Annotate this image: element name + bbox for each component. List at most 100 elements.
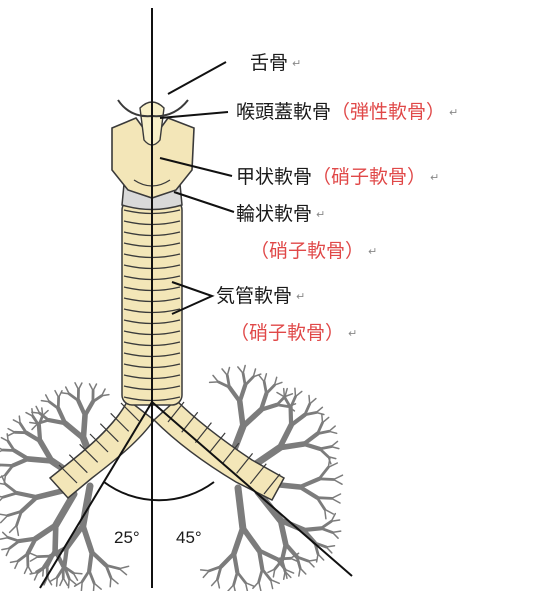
bronchial-branch [304,444,320,449]
bronchial-branch [218,579,220,588]
bronchial-branch [317,554,318,562]
bronchial-branch [59,391,62,398]
bronchial-branch [245,377,253,385]
bronchial-branch [65,423,83,438]
bronchial-branch [234,528,243,554]
bronchial-branch [10,525,17,532]
bronchial-branch [119,566,128,568]
bronchial-branch [89,552,92,571]
bronchial-branch [82,571,89,582]
bronchial-branch [316,407,322,412]
bronchial-branch [320,449,328,457]
cricoid-leader [174,192,234,212]
bronchial-branch [39,415,43,425]
bronchial-branch [295,388,296,396]
bronchial-branch [243,366,245,374]
cricoid-text: 輪状軟骨 [236,203,312,225]
bronchial-branch [14,451,28,459]
bronchial-branch [234,553,237,572]
bronchial-branch [332,498,341,503]
bronchial-branch [317,498,325,510]
bronchial-branch [284,572,285,580]
bronchial-branch [266,385,274,393]
bronchial-branch [89,571,94,583]
cricoid-type-label: （硝子軟骨）↵ [250,240,377,263]
bronchial-branch [25,566,28,573]
bronchial-branch [8,429,15,433]
bronchial-branch [69,579,70,588]
return-mark: ↵ [368,245,377,258]
bronchial-branch [228,585,234,591]
bronchial-branch [111,578,118,584]
bronchial-branch [296,391,302,396]
hyoid-label: 舌骨↵ [250,52,301,75]
return-mark: ↵ [348,327,357,340]
bronchial-branch [6,466,13,475]
bronchial-branch [42,408,43,415]
left-bronchus-angle-line [152,402,352,576]
return-mark: ↵ [296,290,305,303]
bronchial-branch [30,553,38,556]
bronchial-branch [39,425,40,441]
bronchial-branch [316,413,324,415]
bronchial-branch [325,509,334,514]
bronchial-branch [210,382,219,383]
bronchial-branch [6,485,17,494]
bronchial-branch [221,553,234,566]
bronchial-branch [0,446,3,450]
bronchial-branch [243,410,261,427]
bronchial-branch [8,432,15,436]
bronchial-branch [322,414,323,422]
bronchial-branch [300,568,306,574]
thyroid-type: （硝子軟骨） [312,166,426,188]
bronchial-branch [19,416,20,423]
bronchial-branch [3,493,17,497]
bronchial-branch [55,525,56,550]
epiglottis-text: 喉頭蓋軟骨 [236,101,331,123]
thyroid-label: 甲状軟骨（硝子軟骨）↵ [236,166,439,189]
bronchial-branch [329,431,337,433]
bronchial-branch [332,531,340,532]
bronchial-branch [277,405,288,407]
bronchial-branch [319,467,328,479]
bronchial-branch [222,369,227,376]
bronchial-branch [19,539,36,541]
bronchial-branch [73,573,82,574]
bronchial-branch [79,383,82,390]
bronchial-branch [0,461,2,465]
bronchial-branch [320,447,331,449]
bronchial-branch [8,538,19,542]
bronchial-branch [32,409,33,416]
bronchial-branch [10,541,19,548]
bronchial-branch [300,479,319,487]
bronchial-branch [264,382,266,394]
bronchial-branch [291,415,305,425]
bronchial-branch [331,441,337,446]
bronchial-branch [334,475,343,479]
bronchial-branch [259,569,263,582]
bronchial-branch [94,583,101,589]
bronchial-branch [17,493,37,497]
left-angle-value: 45° [176,528,202,548]
bronchial-branch [93,384,96,391]
epiglottis-type: （弾性軟骨） [331,101,445,123]
bronchial-branch [331,447,339,449]
bronchial-branch [243,373,245,385]
bronchial-branch [18,554,27,561]
bronchial-branch [203,571,209,578]
cricoid-label: 輪状軟骨↵ [236,203,325,226]
bronchial-branch [57,577,58,586]
bronchial-branch [280,444,304,448]
bronchial-branch [55,391,59,398]
return-mark: ↵ [449,106,458,119]
bronchial-branch [43,411,48,416]
bronchial-branch [3,532,9,537]
bronchial-branch [309,396,310,404]
bronchial-branch [334,480,343,485]
bronchial-branch [291,408,292,426]
bronchial-branch [308,561,314,567]
bronchial-branch [240,402,243,427]
bronchial-branch [238,367,243,374]
bronchial-branch [304,528,322,530]
hyoid-text: 舌骨 [250,52,288,74]
